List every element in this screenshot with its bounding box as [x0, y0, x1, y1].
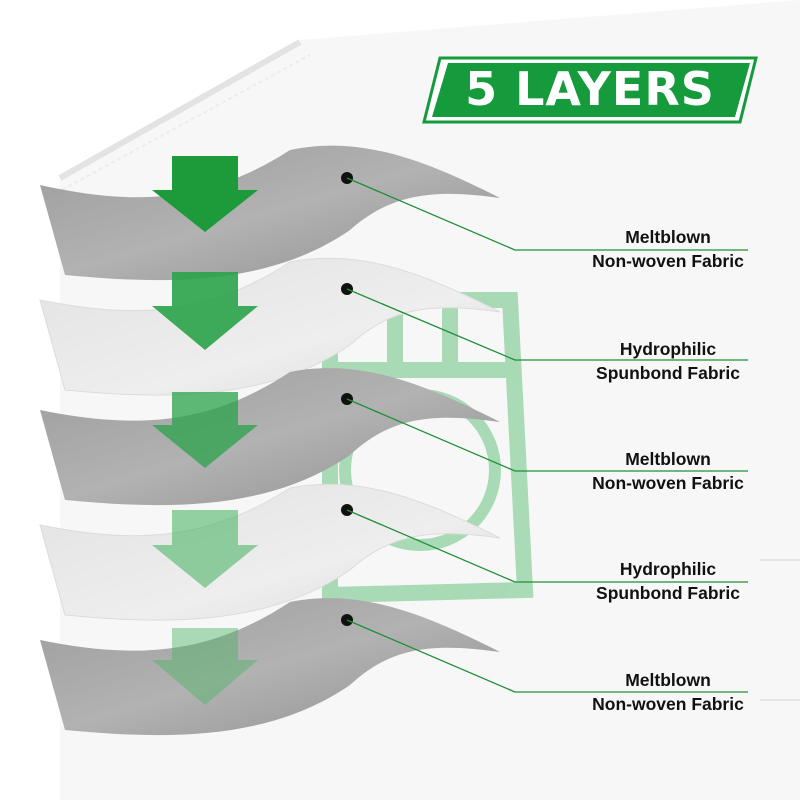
layer-5-meltblown-sheet — [40, 598, 500, 736]
layer-1-label-line2: Non-woven Fabric — [592, 251, 744, 271]
layer-5-label-line1: Meltblown — [625, 670, 711, 690]
down-arrow-4 — [152, 510, 258, 588]
title-badge — [422, 56, 758, 124]
layer-3-label-line1: Meltblown — [625, 449, 711, 469]
down-arrow-3 — [152, 392, 258, 468]
layer-4-label-line1: Hydrophilic — [619, 559, 717, 579]
layer-2-label: Hydrophilic Spunbond Fabric — [548, 337, 788, 385]
title-5-layers: 5 LAYERS — [465, 62, 715, 116]
leader-line-3 — [346, 398, 748, 472]
layer-3-label-line2: Non-woven Fabric — [592, 473, 744, 493]
layer-2-label-line2: Spunbond Fabric — [596, 363, 740, 383]
layer-1-label-line1: Meltblown — [625, 227, 711, 247]
leader-line-2 — [346, 288, 748, 361]
layer-4-label-line2: Spunbond Fabric — [596, 583, 740, 603]
layer-4-label: Hydrophilic Spunbond Fabric — [548, 557, 788, 605]
leader-line-4 — [346, 509, 748, 583]
down-arrow-5 — [152, 628, 258, 705]
layer-3-label: Meltblown Non-woven Fabric — [548, 447, 788, 495]
layer-1-label: Meltblown Non-woven Fabric — [548, 225, 788, 273]
layer-5-label-line2: Non-woven Fabric — [592, 694, 744, 714]
leader-line-5 — [346, 619, 748, 693]
layer-2-label-line1: Hydrophilic — [619, 339, 717, 359]
layer-5-label: Meltblown Non-woven Fabric — [548, 668, 788, 716]
down-arrow-2 — [152, 272, 258, 350]
layer-1-meltblown-sheet — [40, 145, 500, 281]
down-arrow-1 — [152, 156, 258, 232]
leader-lines — [346, 177, 748, 693]
layer-3-meltblown-sheet — [40, 368, 500, 506]
leader-line-1 — [346, 177, 748, 251]
